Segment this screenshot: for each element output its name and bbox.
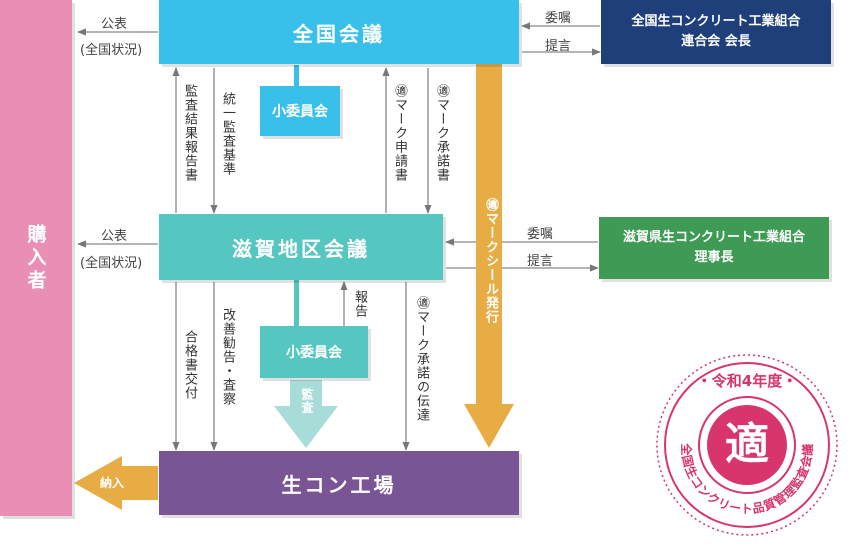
delivery-label: 納入 (100, 476, 125, 490)
status-label-mid: (全国状況) (80, 256, 143, 271)
audit-report-label: 監査結果報告書 (182, 84, 197, 182)
national-meeting-box: 全国会議 (159, 0, 519, 64)
mark-application-label: ㊜マーク申請書 (392, 84, 407, 182)
unified-criteria-label: 統一監査基準 (220, 92, 235, 176)
improvement-label: 改善勧告・査察 (220, 308, 235, 406)
shiga-meeting-title: 滋賀地区会議 (232, 236, 370, 261)
shiga-union-line2: 理事長 (694, 250, 734, 265)
certificate-label: 合格書交付 (182, 330, 197, 400)
report-label: 報告 (352, 290, 367, 318)
status-label-top: (全国状況) (80, 43, 143, 58)
mark-approval-label: ㊜マーク承諾書 (434, 84, 449, 182)
publish-label-top: 公表 (101, 17, 128, 32)
stamp-rings: 全国生コンクリート品質管理監査会議 (656, 354, 838, 536)
national-union-line2: 連合会 会長 (681, 34, 751, 49)
factory-box: 生コン工場 (159, 451, 519, 515)
shiga-union-line1: 滋賀県生コンクリート工業組合 (622, 230, 805, 245)
stamp-center-text: 適 (725, 419, 769, 470)
subcommittee-top-label: 小委員会 (272, 104, 328, 120)
subcommittee-bottom-box: 小委員会 (260, 326, 368, 378)
subcommittee-top-box: 小委員会 (260, 86, 340, 136)
quality-stamp: 全国生コンクリート品質管理監査会議 ・令和4年度・ 適 (654, 352, 840, 538)
approval-transmit-label: ㊜マーク承諾の伝達 (414, 296, 429, 422)
stamp-top-text: ・令和4年度・ (696, 372, 798, 390)
buyers-box: 購入者 (0, 0, 72, 516)
seal-issue-label: ㊜マークシール発行 (483, 198, 498, 324)
subcommittee-bottom-label: 小委員会 (286, 345, 342, 361)
factory-title: 生コン工場 (281, 472, 397, 497)
commission-label-top: 委嘱 (545, 11, 572, 26)
shiga-meeting-box: 滋賀地区会議 (159, 214, 443, 280)
shiga-union-box: 滋賀県生コンクリート工業組合 理事長 (599, 217, 829, 279)
audit-label: 監査 (300, 388, 314, 414)
publish-label-mid: 公表 (101, 229, 128, 244)
national-meeting-title: 全国会議 (293, 21, 385, 46)
proposal-label-mid: 提言 (527, 254, 554, 269)
commission-label-mid: 委嘱 (527, 227, 554, 242)
proposal-label-top: 提言 (545, 39, 572, 54)
national-union-line1: 全国生コンクリート工業組合 (631, 14, 801, 29)
national-union-box: 全国生コンクリート工業組合 連合会 会長 (601, 0, 831, 64)
buyers-label: 購入者 (24, 223, 47, 293)
